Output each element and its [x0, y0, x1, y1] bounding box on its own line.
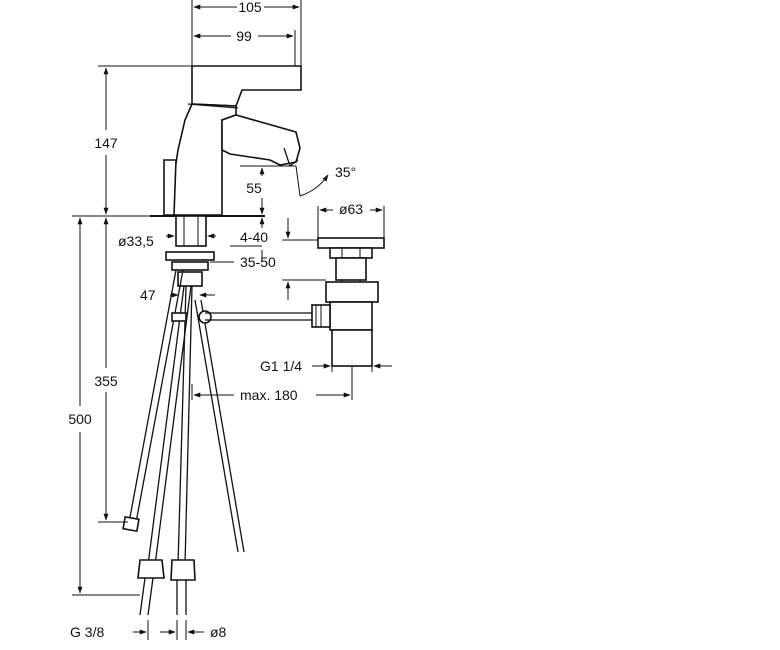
drain-assembly: [311, 237, 385, 367]
label-drain-thread: G1 1/4: [260, 358, 302, 374]
label-rod-length: max. 180: [240, 387, 298, 403]
label-drain-diameter: ø63: [339, 201, 363, 217]
dimension-labels: 105 99 147 55 35° 4-40 ø63 ø33,5 35-50 4…: [68, 0, 363, 640]
label-hose-thread: G 3/8: [70, 624, 104, 640]
label-spout-angle: 35°: [335, 164, 356, 180]
faucet-body: [163, 65, 302, 216]
label-hose-diameter: ø8: [210, 624, 227, 640]
label-width-spout: 99: [236, 28, 252, 44]
label-height-lower: 355: [94, 373, 118, 389]
label-height-total: 500: [68, 411, 92, 427]
label-drain-depth: 35-50: [240, 254, 276, 270]
label-width-total: 105: [238, 0, 262, 15]
drain-linkage-rod: [171, 310, 320, 324]
deck-mounting: [150, 215, 265, 287]
label-height-faucet: 147: [94, 135, 118, 151]
dimension-lines: [72, 0, 392, 640]
label-deck-thickness: 4-40: [240, 229, 268, 245]
label-spout-clearance: 55: [246, 180, 262, 196]
label-rod-offset: 47: [140, 287, 156, 303]
label-hole-diameter: ø33,5: [118, 233, 154, 249]
